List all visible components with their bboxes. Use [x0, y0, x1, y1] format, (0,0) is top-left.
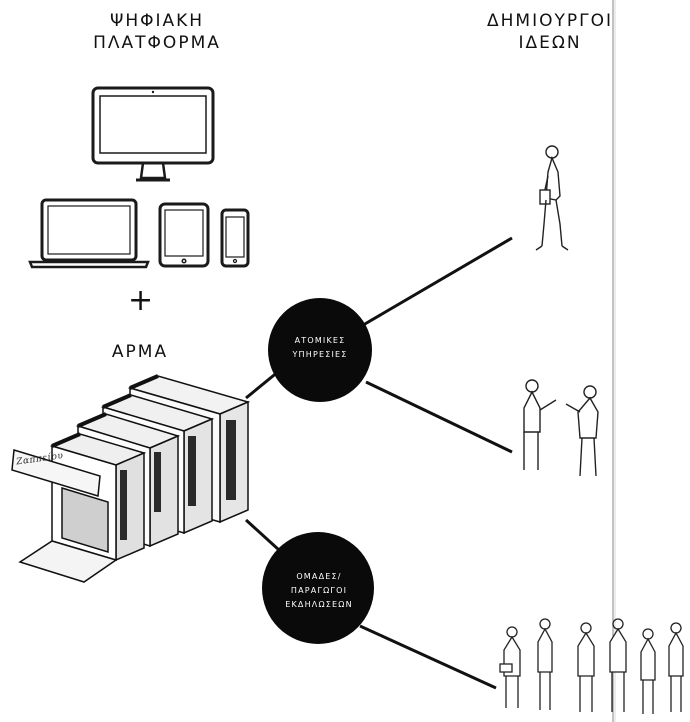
smartphone-icon [220, 208, 250, 268]
heading-idea-creators: ΔΗΜΙΟΥΡΓΟΙ ΙΔΕΩΝ [487, 11, 613, 53]
hub-groups-label: ΟΜΑΔΕΣ/ ΠΑΡΑΓΩΓΟΙ ΕΚΔΗΛΩΣΕΩΝ [285, 572, 353, 609]
tablet-icon [158, 202, 210, 268]
plus-sign: + [128, 283, 154, 318]
heading-vehicle: ΑΡΜΑ [111, 342, 169, 362]
connector-lines [244, 236, 513, 690]
person-pair-icon [523, 379, 599, 477]
hub-individual-services [268, 298, 372, 402]
heading-digital-platform: ΨΗΦΙΑΚΗ ΠΛΑΤΦΟΡΜΑ [93, 11, 221, 53]
hub-individual-label: ΑΤΟΜΙΚΕΣ ΥΠΗΡΕΣΙΕΣ [292, 336, 348, 359]
desktop-monitor-icon [91, 86, 215, 182]
laptop-icon [28, 198, 150, 269]
modular-vehicle-illustration [11, 374, 251, 583]
hub-groups-producers [262, 532, 374, 644]
person-single-icon [535, 145, 569, 251]
people-group-icon [499, 618, 684, 714]
